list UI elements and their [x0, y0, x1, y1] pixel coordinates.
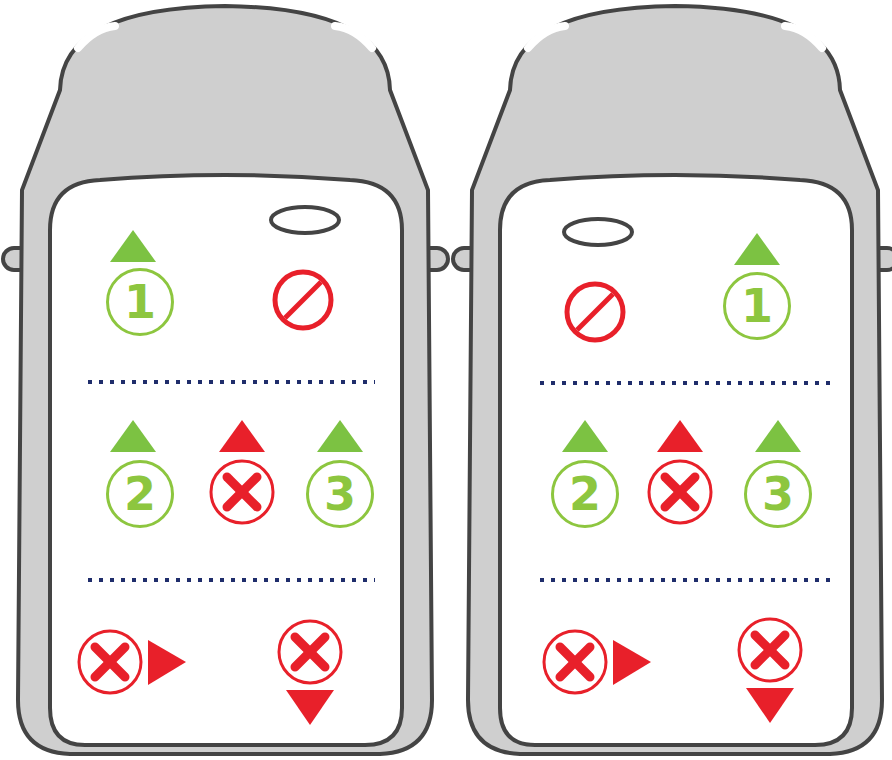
- forward-arrow: [755, 420, 801, 452]
- x-mark: [544, 631, 606, 693]
- seat-number-circle: 3: [744, 460, 812, 528]
- forward-arrow: [219, 420, 265, 452]
- seat-number: 1: [741, 283, 773, 329]
- forward-arrow: [110, 420, 156, 452]
- seat-number: 2: [124, 471, 156, 517]
- car-body: [3, 6, 448, 754]
- forward-arrow: [562, 420, 608, 452]
- no-seat-sign: [275, 272, 331, 328]
- x-mark: [279, 621, 341, 683]
- seat-number: 3: [762, 471, 794, 517]
- seat-number-circle: 2: [106, 460, 174, 528]
- seat-number: 1: [124, 279, 156, 325]
- steering-wheel: [564, 219, 632, 245]
- x-mark: [79, 631, 141, 693]
- forward-arrow: [317, 420, 363, 452]
- x-mark: [649, 461, 711, 523]
- x-mark: [739, 619, 801, 681]
- no-seat-sign: [567, 284, 623, 340]
- forward-arrow: [657, 420, 703, 452]
- x-mark: [211, 461, 273, 523]
- seat-number: 2: [569, 471, 601, 517]
- row-divider: [540, 381, 830, 385]
- row-divider: [88, 578, 375, 582]
- row-divider: [88, 380, 375, 384]
- seat-number-circle: 2: [551, 460, 619, 528]
- forward-arrow: [734, 233, 780, 265]
- side-arrow: [148, 640, 186, 685]
- row-divider: [540, 578, 830, 582]
- seat-number: 3: [324, 471, 356, 517]
- steering-wheel: [271, 207, 339, 233]
- car-body: [453, 6, 892, 754]
- side-arrow: [613, 640, 651, 685]
- seat-number-circle: 3: [306, 460, 374, 528]
- seat-number-circle: 1: [106, 268, 174, 336]
- rear-arrow: [286, 690, 334, 725]
- rear-arrow: [746, 688, 794, 723]
- forward-arrow: [110, 230, 156, 262]
- seat-number-circle: 1: [723, 272, 791, 340]
